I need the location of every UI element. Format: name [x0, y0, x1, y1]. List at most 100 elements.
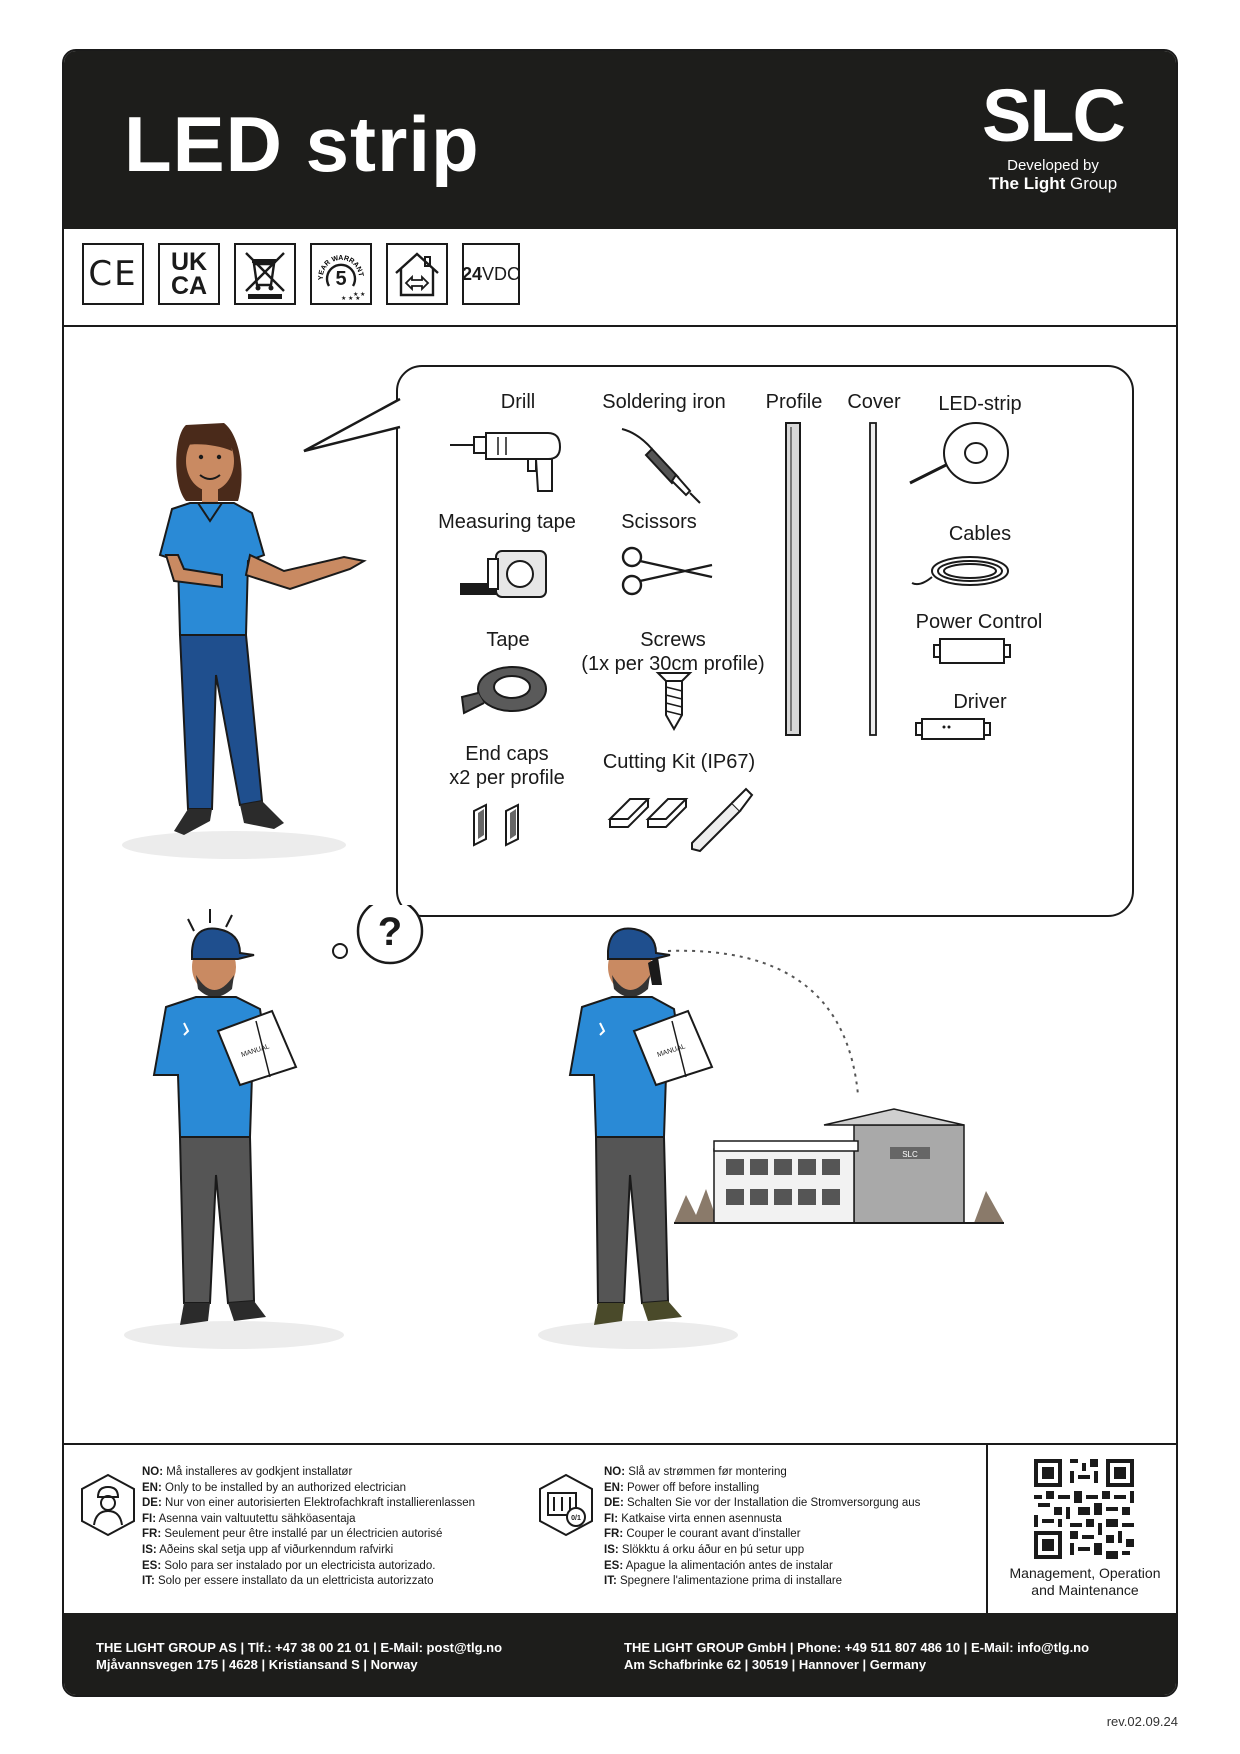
weee-bin-icon — [234, 243, 296, 305]
header-bar: LED strip SLC Developed by The Light Gro… — [64, 51, 1176, 229]
brand-developed-by: Developed by — [1007, 157, 1099, 174]
qr-code-icon[interactable] — [1034, 1459, 1134, 1559]
ukca-bottom: CA — [170, 272, 208, 300]
notice-text: Solo para ser instalado por un electrici… — [161, 1559, 436, 1572]
lang-code: FR: — [604, 1528, 624, 1541]
lang-code: FR: — [142, 1528, 162, 1541]
voltage-24vdc-icon: 24VDC — [462, 243, 520, 305]
notice-text: Schalten Sie vor der Installation die St… — [623, 1497, 921, 1510]
svg-text:★ ★ ★: ★ ★ ★ — [341, 295, 360, 302]
ce-mark-text: CE — [88, 254, 138, 294]
lang-code: DE: — [604, 1497, 624, 1510]
qr-caption-line1: Management, Operation — [1009, 1565, 1161, 1581]
footer-norway-contact: THE LIGHT GROUP AS | Tlf.: +47 38 00 21 … — [96, 1639, 502, 1673]
installer-notice-list: NO: Må installeres av godkjent installat… — [142, 1465, 475, 1590]
installer-notice-no: NO: Må installeres av godkjent installat… — [142, 1465, 475, 1481]
power-notice-no: NO: Slå av strømmen før montering — [604, 1465, 920, 1481]
power-notice-is: IS: Slökktu á orku áður en þú setur upp — [604, 1543, 920, 1559]
phone-call-dotted-line — [667, 949, 859, 1096]
lang-code: FI: — [142, 1512, 157, 1525]
lang-code: DE: — [142, 1497, 162, 1510]
notice-text: Spegnere l'alimentazione prima di instal… — [616, 1575, 843, 1588]
footer-norway-line1: THE LIGHT GROUP AS | Tlf.: +47 38 00 21 … — [96, 1640, 503, 1655]
footer-norway-line2: Mjåvannsvegen 175 | 4628 | Kristiansand … — [96, 1657, 418, 1672]
notice-text: Nur von einer autorisierten Elektrofachk… — [161, 1497, 476, 1510]
power-control-icon — [933, 638, 1011, 664]
footer-bar: THE LIGHT GROUP AS | Tlf.: +47 38 00 21 … — [64, 1613, 1176, 1695]
lang-code: NO: — [604, 1466, 626, 1478]
qr-caption-line2: and Maintenance — [1031, 1582, 1139, 1598]
scissors-label: Scissors — [621, 511, 697, 533]
warranty-years: 5 — [335, 268, 346, 290]
power-notice-fr: FR: Couper le courant avant d'installer — [604, 1527, 920, 1543]
voltage-unit: VDC — [482, 263, 521, 284]
cutting-kit-label: Cutting Kit (IP67) — [602, 751, 756, 773]
revision-label: rev.02.09.24 — [1106, 1714, 1178, 1729]
screws-label-line1: Screws — [640, 629, 706, 651]
footer-germany-contact: THE LIGHT GROUP GmbH | Phone: +49 511 80… — [624, 1639, 1089, 1673]
question-mark: ? — [378, 910, 402, 954]
installer-notice-fi: FI: Asenna vain valtuutettu sähköasentaj… — [142, 1512, 475, 1528]
installer-notice-es: ES: Solo para ser instalado por un elect… — [142, 1559, 475, 1575]
notice-text: Power off before installing — [623, 1481, 760, 1494]
profile-label: Profile — [765, 391, 823, 413]
brand-company: The Light Group — [982, 174, 1124, 194]
svg-text:★ ★: ★ ★ — [353, 291, 365, 298]
notice-text: Couper le courant avant d'installer — [623, 1528, 801, 1541]
cables-coil-icon — [911, 556, 1009, 586]
installer-notice-en: EN: Only to be installed by an authorize… — [142, 1481, 475, 1497]
lang-code: NO: — [142, 1466, 164, 1478]
notice-text: Apague la alimentación antes de instalar — [623, 1559, 833, 1572]
lang-code: IS: — [604, 1543, 619, 1556]
driver-label: Driver — [953, 691, 1007, 713]
lang-code: EN: — [604, 1481, 624, 1494]
soldering-iron-label: Soldering iron — [602, 391, 726, 413]
measuring-tape-label: Measuring tape — [438, 511, 576, 533]
lang-code: IT: — [142, 1575, 155, 1588]
tape-label: Tape — [486, 629, 530, 651]
power-notice-de: DE: Schalten Sie vor der Installation di… — [604, 1496, 920, 1512]
bubble-pointer — [303, 397, 401, 453]
phoning-electrician-illustration: MANUAL — [538, 927, 738, 1349]
ukca-mark-icon: UK CA — [158, 243, 220, 305]
installer-notice-fr: FR: Seulement peur être installé par un … — [142, 1527, 475, 1543]
brand-company-rest: Group — [1065, 174, 1118, 193]
cutting-kit-icon — [607, 787, 754, 853]
scissors-icon — [621, 546, 713, 596]
qr-code-block: Management, Operation and Maintenance — [986, 1445, 1176, 1615]
certification-row: CE UK CA YEAR WARRANTY 5 ★ ★ — [64, 229, 1176, 327]
cables-label: Cables — [948, 523, 1012, 545]
notice-text: Seulement peur être installé par un élec… — [161, 1528, 443, 1541]
end-caps-icon — [473, 803, 519, 847]
led-strip-reel-icon — [909, 422, 1009, 485]
lang-code: IS: — [142, 1543, 157, 1556]
power-off-switch-icon: 0/1 — [539, 1473, 593, 1537]
page-title: LED strip — [124, 100, 480, 188]
end-caps-label-line2: x2 per profile — [449, 767, 565, 789]
company-building-illustration: SLC — [674, 1108, 1004, 1224]
voltage-number: 24 — [461, 263, 483, 284]
confused-electrician-illustration: ? MANUAL — [124, 905, 424, 1349]
power-off-notice-list: NO: Slå av strømmen før montering EN: Po… — [604, 1465, 920, 1590]
lang-code: IT: — [604, 1575, 617, 1588]
screws-label-line2: (1x per 30cm profile) — [581, 653, 765, 675]
soldering-iron-icon — [621, 428, 701, 504]
tools-speech-bubble: Drill Soldering iron Profile Cover LED-s… — [303, 365, 1134, 917]
notice-text: Asenna vain valtuutettu sähköasentaja — [156, 1512, 356, 1525]
main-illustration-area: Drill Soldering iron Profile Cover LED-s… — [64, 325, 1176, 1443]
brand-block: SLC Developed by The Light Group — [982, 74, 1126, 194]
footer-germany-line1: THE LIGHT GROUP GmbH | Phone: +49 511 80… — [624, 1640, 1090, 1655]
lang-code: ES: — [142, 1559, 162, 1572]
lang-code: ES: — [604, 1559, 624, 1572]
ce-mark-icon: CE — [82, 243, 144, 305]
notice-text: Katkaise virta ennen asennusta — [618, 1512, 782, 1525]
drill-icon — [450, 432, 562, 492]
safety-notices-section: NO: Må installeres av godkjent installat… — [64, 1443, 1176, 1615]
screw-icon — [655, 672, 693, 732]
installer-notice-de: DE: Nur von einer autorisierten Elektrof… — [142, 1496, 475, 1512]
brand-logo: SLC — [982, 74, 1126, 157]
power-control-label: Power Control — [915, 611, 1043, 633]
warranty-icon: YEAR WARRANTY 5 ★ ★ ★ ★ ★ — [310, 243, 372, 305]
power-notice-en: EN: Power off before installing — [604, 1481, 920, 1497]
power-notice-it: IT: Spegnere l'alimentazione prima di in… — [604, 1574, 920, 1590]
